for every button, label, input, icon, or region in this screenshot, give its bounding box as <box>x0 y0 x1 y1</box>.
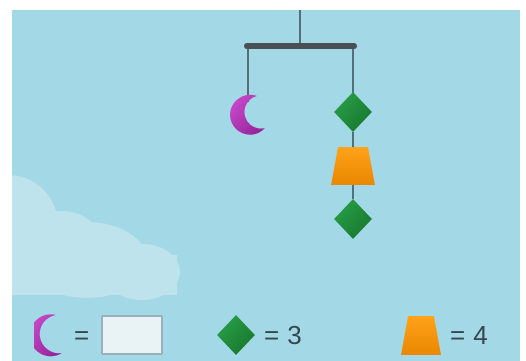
trapezoid-value: 4 <box>473 320 487 351</box>
diamond-shape-bottom <box>334 199 372 239</box>
trapezoid-icon <box>400 313 442 357</box>
moon-shape <box>230 95 265 135</box>
moon-icon <box>34 313 66 357</box>
equals-sign: = <box>264 320 279 351</box>
diamond-icon <box>216 313 256 357</box>
legend-diamond: = 3 <box>216 313 302 357</box>
equals-sign: = <box>450 320 465 351</box>
legend-trapezoid: = 4 <box>400 313 488 357</box>
moon-answer-input[interactable] <box>101 315 163 355</box>
cloud <box>12 175 180 300</box>
diamond-shape-top <box>334 92 372 132</box>
mobile-bar <box>244 43 357 49</box>
trapezoid-shape <box>331 147 375 185</box>
legend-moon: = <box>34 313 163 357</box>
diamond-value: 3 <box>287 320 301 351</box>
mobile-drawing <box>12 10 520 361</box>
equals-sign: = <box>74 320 89 351</box>
mobile-puzzle-scene <box>12 10 520 361</box>
